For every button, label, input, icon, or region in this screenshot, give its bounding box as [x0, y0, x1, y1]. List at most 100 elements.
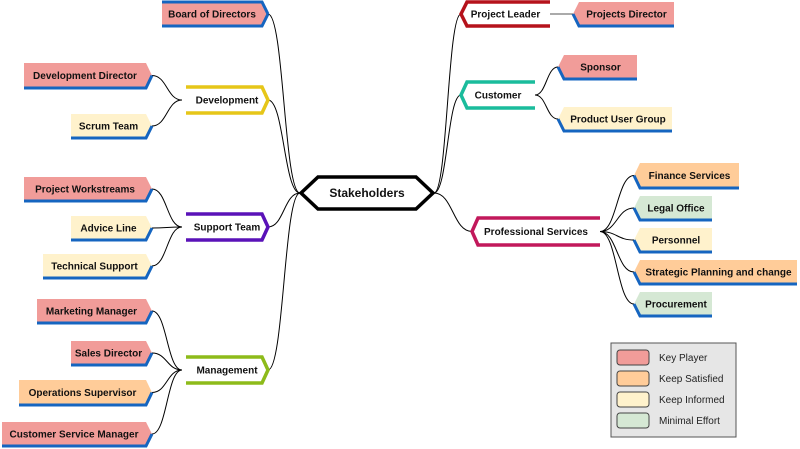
leaf-shape — [2, 422, 152, 446]
leaf-node-technical-support[interactable]: Technical Support — [43, 254, 154, 280]
leaf-underline — [556, 118, 672, 133]
group-label: Customer — [475, 91, 522, 102]
leaf-underline — [632, 271, 797, 286]
leaf-shape — [43, 254, 152, 278]
legend-swatch — [616, 412, 650, 429]
leaf-shape — [24, 63, 152, 88]
group-node-development[interactable]: Development — [186, 85, 270, 115]
connector-line — [151, 369, 183, 435]
leaf-shape — [634, 292, 712, 316]
leaf-label: Personnel — [652, 236, 701, 247]
connector-line — [151, 226, 183, 267]
leaf-node-legal-office[interactable]: Legal Office — [632, 196, 712, 222]
connector-line — [151, 226, 183, 229]
leaf-node-development-director[interactable]: Development Director — [24, 63, 154, 90]
leaf-label: Projects Director — [586, 10, 667, 21]
leaf-node-projects-director[interactable]: Projects Director — [571, 2, 674, 28]
connector-line — [599, 175, 635, 232]
leaf-node-procurement[interactable]: Procurement — [632, 292, 712, 318]
leaf-label: Technical Support — [51, 262, 138, 273]
leaf-underline — [19, 391, 154, 407]
leaf-node-finance-services[interactable]: Finance Services — [632, 163, 739, 190]
group-node-support-team[interactable]: Support Team — [186, 212, 270, 242]
leaf-underline — [43, 265, 154, 280]
group-bracket — [459, 80, 535, 110]
leaf-label: Board of Directors — [168, 10, 256, 21]
leaf-shape — [24, 177, 152, 201]
connector-line — [151, 352, 183, 371]
group-bracket — [470, 216, 600, 247]
group-label: Project Leader — [471, 10, 541, 21]
legend-swatch — [616, 391, 650, 408]
leaf-node-scrum-team[interactable]: Scrum Team — [71, 114, 154, 140]
leaf-underline — [71, 352, 154, 367]
connector-line — [151, 310, 183, 371]
leaf-overline — [162, 0, 270, 15]
leaf-label: Operations Supervisor — [29, 388, 137, 399]
leaf-node-project-workstreams[interactable]: Project Workstreams — [24, 177, 154, 203]
leaf-node-personnel[interactable]: Personnel — [632, 228, 712, 254]
connector-line — [534, 66, 559, 96]
connector-line — [151, 99, 183, 127]
leaf-shape — [558, 55, 637, 79]
leaf-underline — [632, 174, 739, 190]
connector-line — [267, 13, 301, 194]
connector-line — [267, 192, 301, 228]
leaf-label: Project Workstreams — [35, 185, 135, 196]
leaf-underline — [71, 227, 154, 242]
legend-label: Keep Satisfied — [659, 374, 724, 385]
leaf-node-board-of-directors[interactable]: Board of Directors — [162, 0, 270, 28]
connector-line — [433, 94, 462, 194]
legend-swatch — [616, 370, 650, 387]
group-node-management[interactable]: Management — [186, 355, 270, 385]
leaf-underline — [24, 188, 154, 203]
leaf-node-customer-service-manager[interactable]: Customer Service Manager — [2, 422, 154, 448]
connectors — [151, 13, 635, 435]
leaf-node-product-user-group[interactable]: Product User Group — [556, 107, 672, 133]
legend-item: Minimal Effort — [616, 412, 720, 429]
leaf-shape — [573, 2, 674, 26]
connector-line — [599, 207, 635, 232]
leaf-node-sales-director[interactable]: Sales Director — [71, 341, 154, 367]
leaf-node-sponsor[interactable]: Sponsor — [556, 55, 637, 81]
leaf-label: Development Director — [33, 71, 137, 82]
leaf-label: Sales Director — [75, 349, 142, 360]
leaf-shape — [37, 299, 152, 323]
leaf-underline — [632, 303, 712, 318]
leaf-underline — [2, 433, 154, 448]
leaf-underline — [632, 239, 712, 254]
legend-item: Key Player — [616, 349, 708, 366]
group-node-customer[interactable]: Customer — [459, 80, 535, 110]
leaf-label: Product User Group — [570, 115, 666, 126]
leaf-underline — [556, 66, 637, 81]
leaf-underline — [162, 13, 270, 28]
group-node-professional-services[interactable]: Professional Services — [470, 216, 600, 247]
leaf-node-marketing-manager[interactable]: Marketing Manager — [37, 299, 154, 325]
group-label: Development — [196, 96, 259, 107]
leaf-underline — [571, 13, 674, 28]
connector-line — [267, 99, 301, 194]
leaf-shape — [634, 228, 712, 252]
connector-line — [534, 94, 559, 120]
connector-line — [433, 13, 462, 194]
central-node-label: Stakeholders — [329, 186, 405, 200]
group-node-project-leader[interactable]: Project Leader — [459, 0, 550, 28]
leaf-label: Customer Service Manager — [10, 430, 139, 441]
legend-label: Minimal Effort — [659, 416, 720, 427]
leaf-node-strategic-planning[interactable]: Strategic Planning and change — [632, 260, 797, 286]
leaf-node-advice-line[interactable]: Advice Line — [71, 216, 154, 242]
leaf-label: Legal Office — [647, 204, 705, 215]
group-label: Management — [196, 366, 258, 377]
connector-line — [151, 75, 183, 101]
leaf-shape — [558, 107, 672, 131]
leaf-shape — [634, 163, 739, 188]
legend-label: Key Player — [659, 353, 708, 364]
leaf-node-operations-supervisor[interactable]: Operations Supervisor — [19, 380, 154, 407]
group-bracket — [186, 85, 270, 115]
central-node-stakeholders[interactable]: Stakeholders — [298, 175, 436, 211]
group-bracket — [459, 0, 550, 28]
leaf-underline — [24, 74, 154, 90]
